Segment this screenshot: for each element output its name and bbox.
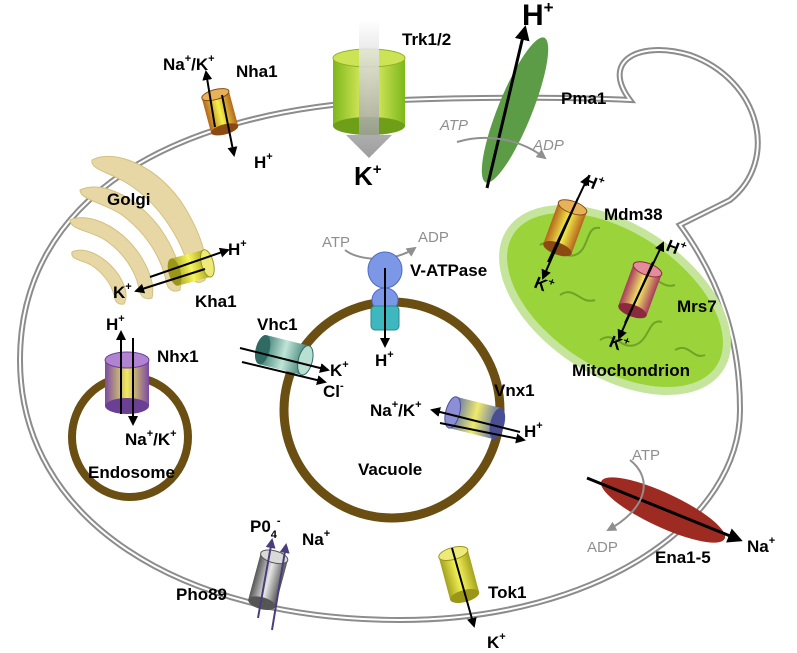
vhc1-cl-ion: Cl- [323,380,344,401]
vnx1-na-k-ion: Na+/K+ [370,399,422,420]
kha1-h-arrow [149,247,230,278]
vatpase-h-ion: H+ [375,349,394,370]
tok1-label: Tok1 [488,583,526,602]
ena-atp-label: ATP [632,447,660,464]
kha1-k-arrow [134,268,206,294]
kha1-label: Kha1 [195,292,237,311]
mdm38-h-ion: H+ [582,169,607,195]
pma1-h-ion: H+ [522,0,554,32]
vacuole-label: Vacuole [358,460,422,479]
pma1-atp-arrow [456,136,547,160]
vnx1-h-arrow [439,422,526,444]
trk-label: Trk1/2 [402,30,451,49]
pho89-label: Pho89 [176,585,227,604]
pma1-atp-label: ATP [439,117,468,134]
pma1-adp-label: ADP [532,137,564,154]
mdm38-k-arrow [541,197,579,280]
mrs7-label: Mrs7 [677,297,717,316]
vhc1-transporter [254,335,314,376]
nha1-out-arrow [202,70,216,128]
ena-label: Ena1-5 [655,548,711,567]
nha1-h-ion: H+ [254,151,273,172]
vnx1-na-arrow [430,407,521,433]
vnx1-transporter [444,396,506,440]
pma1-label: Pma1 [561,89,606,108]
vatpase-label: V-ATPase [410,261,487,280]
pho89-po4-ion: P04- [250,515,281,541]
ena-adp-label: ADP [587,539,618,556]
vhc1-k-ion: K+ [330,359,349,380]
trk-k-ion: K+ [354,161,382,191]
pho89-na-arrow [271,543,290,631]
pma1-h-arrow [485,25,530,189]
vhc1-label: Vhc1 [257,315,298,334]
vhc1-cl-arrow [241,361,327,385]
tok1-k-arrow [451,547,477,628]
golgi-label: Golgi [107,190,150,209]
trk-k-arrow [346,20,392,158]
nha1-in-arrow [221,94,238,157]
pho89-na-ion: Na+ [302,528,330,549]
ena-na-ion: Na+ [747,535,775,556]
trk-transporter [332,20,406,158]
endosome-label: Endosome [88,463,175,482]
nhx1-na-k-ion: Na+/K+ [125,428,177,449]
nha1-na-k-ion: Na+/K+ [163,53,215,74]
vnx1-label: Vnx1 [494,381,535,400]
mitochondrion-label: Mitochondrion [572,361,690,380]
pho89-po4-arrow [257,538,276,619]
nhx1-transporter [104,351,150,414]
ena-na-arrow [586,476,743,543]
kha1-k-ion: K+ [113,281,132,302]
pma1-pump [481,37,549,183]
nhx1-h-ion: H+ [106,313,125,334]
kha1-h-ion: H+ [228,238,247,259]
mrs7-k-arrow [617,261,654,340]
vatpase-adp-label: ADP [418,229,449,246]
tok1-k-ion: K+ [487,631,506,652]
vatpase-atp-label: ATP [322,234,350,251]
nha1-label: Nha1 [236,62,278,81]
mdm38-label: Mdm38 [604,205,663,224]
vnx1-h-ion: H+ [524,420,543,441]
nhx1-label: Nhx1 [157,347,199,366]
vhc1-k-arrow [239,347,330,373]
ena-atp-arrow [606,459,645,531]
